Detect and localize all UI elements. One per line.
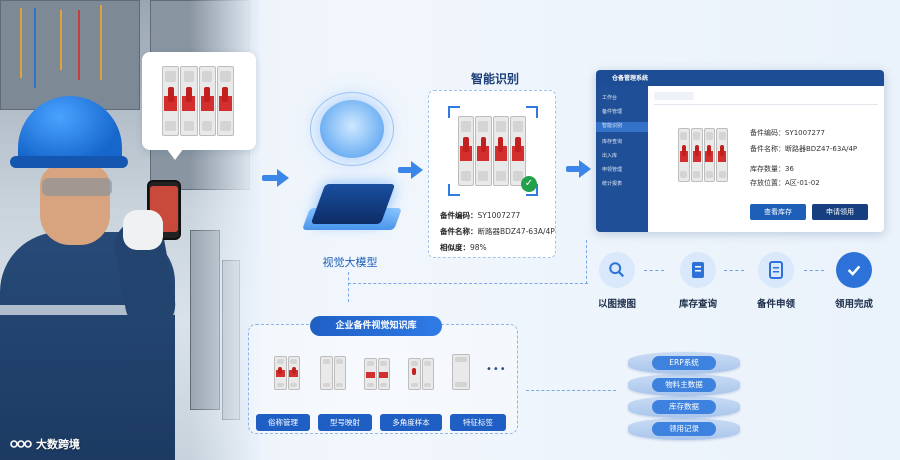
workflow-label: 备件申领 (756, 299, 795, 310)
recognition-card (428, 90, 556, 258)
brand-name: 大数跨境 (36, 438, 80, 451)
arrow-right-icon (566, 166, 580, 172)
recognition-title: 智能识别 (470, 72, 519, 86)
captured-image-bubble (142, 52, 256, 150)
workflow-label: 以图搜图 (597, 299, 636, 310)
app-sidebar: 工作台 备件管理 智能识别 库存查询 出入库 申领管理 统计报表 (596, 86, 648, 232)
ai-model-label: 视觉大模型 (322, 256, 378, 269)
form-icon[interactable] (758, 252, 794, 288)
sidebar-item[interactable]: 库存查询 (602, 139, 623, 145)
app-title: 仓备管理系统 (612, 75, 649, 82)
db-item: 库存数据 (652, 400, 716, 414)
check-icon[interactable] (836, 252, 872, 288)
document-icon[interactable] (680, 252, 716, 288)
breaker-image (162, 66, 234, 136)
tag: 型号映射 (318, 414, 372, 431)
tag: 特征标签 (450, 414, 506, 431)
arrow-head-icon (411, 161, 423, 179)
sample-image (274, 356, 300, 390)
arrow-head-icon (579, 160, 591, 178)
connector (644, 270, 664, 271)
tag: 俗称管理 (256, 414, 310, 431)
db-item: ERP系统 (652, 356, 716, 370)
workflow-label: 领用完成 (834, 299, 873, 310)
sidebar-item[interactable]: 统计报表 (602, 181, 623, 187)
scan-corner (448, 184, 460, 196)
bubble-tail (166, 148, 184, 160)
recognition-similarity: 相似度：98% (440, 243, 487, 252)
scan-corner (448, 106, 460, 118)
connector (348, 283, 588, 284)
connector (724, 270, 744, 271)
sidebar-item-active[interactable]: 智能识别 (596, 122, 648, 132)
breaker-image (458, 116, 526, 186)
sample-image (452, 354, 470, 390)
sample-image (320, 356, 346, 390)
db-item: 物料主数据 (652, 378, 716, 392)
recognition-name: 备件名称：断路器BDZ47-63A/4P (440, 227, 555, 236)
check-icon: ✓ (521, 176, 537, 192)
knowledge-base-title: 企业备件视觉知识库 (310, 316, 442, 336)
sample-image (408, 358, 434, 390)
db-item: 领用记录 (652, 422, 716, 436)
recognition-code: 备件编码：SY1007277 (440, 211, 521, 220)
logo-mark-icon (10, 440, 32, 448)
sidebar-item[interactable]: 工作台 (602, 95, 618, 101)
connector (586, 240, 587, 284)
chip-icon (310, 184, 396, 224)
app-tab[interactable] (654, 92, 694, 100)
sample-image (364, 358, 390, 390)
app-window: 仓备管理系统 工作台 备件管理 智能识别 库存查询 出入库 申领管理 统计报表 … (596, 70, 884, 232)
view-stock-button[interactable]: 查看库存 (750, 204, 806, 220)
divider (654, 104, 878, 105)
connector (804, 270, 824, 271)
app-qty: 库存数量：36 (750, 165, 794, 173)
arrow-right-icon (262, 175, 278, 181)
connector (348, 272, 349, 302)
brain-ring (310, 92, 394, 166)
tag: 多角度样本 (380, 414, 442, 431)
brand-logo: 大数跨境 (10, 436, 80, 452)
apply-button[interactable]: 申请领用 (812, 204, 868, 220)
app-titlebar (596, 70, 884, 86)
search-icon[interactable] (599, 252, 635, 288)
sidebar-item[interactable]: 出入库 (602, 153, 618, 159)
arrow-right-icon (398, 167, 412, 173)
sidebar-item[interactable]: 备件管理 (602, 109, 623, 115)
sidebar-item[interactable]: 申领管理 (602, 167, 623, 173)
breaker-image (678, 128, 728, 182)
app-name: 备件名称：断路器BDZ47-63A/4P (750, 145, 858, 153)
arrow-head-icon (277, 169, 289, 187)
app-code: 备件编码：SY1007277 (750, 129, 825, 137)
scan-corner (526, 106, 538, 118)
brain-icon (320, 100, 384, 158)
workflow-label: 库存查询 (678, 299, 717, 310)
scan-corner (526, 184, 538, 196)
connector (526, 390, 616, 391)
more-icon[interactable]: ••• (486, 364, 507, 375)
app-location: 存放位置：A区-01-02 (750, 179, 820, 187)
